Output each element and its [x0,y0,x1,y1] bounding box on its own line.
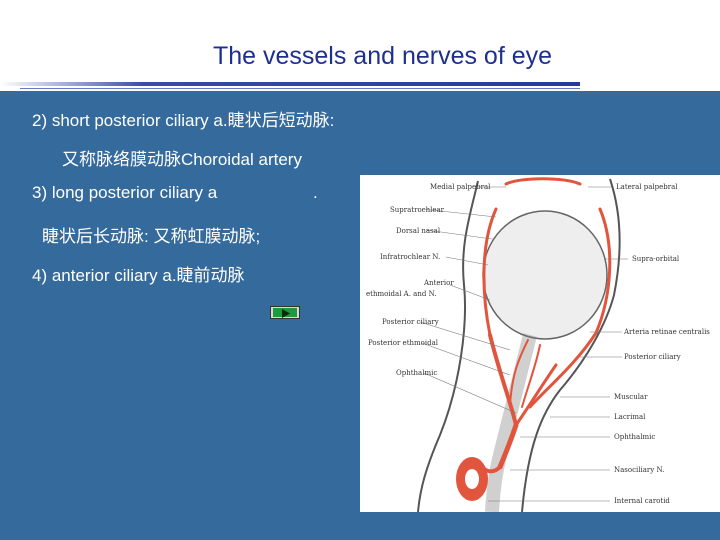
figure-label-left: Medial palpebral [430,183,490,191]
figure-label-left: Posterior ciliary [382,318,439,326]
figure-label-left: Ophthalmic [396,369,437,377]
figure-label-right: Posterior ciliary [624,353,681,361]
text-line-short-posterior: 2) short posterior ciliary a.睫状后短动脉: [32,106,334,131]
text-line-long-posterior: 3) long posterior ciliary a [32,183,217,203]
figure-label-left: Anterior [424,279,454,287]
figure-label-right: Lacrimal [614,413,645,421]
figure-label-right: Muscular [614,393,647,401]
figure-label-right: Ophthalmic [614,433,655,441]
figure-label-right: Supra-orbital [632,255,679,263]
figure-label-left: Posterior ethmoidal [368,339,438,347]
text-line-choroidal: 又称脉络膜动脉Choroidal artery [62,145,302,170]
title-divider [0,82,580,86]
play-button[interactable] [270,306,300,319]
internal-carotid-lumen [465,469,479,489]
text-dot: . [313,183,318,203]
figure-label-left: ethmoidal A. and N. [366,290,436,298]
figure-label-left: Infratrochlear N. [380,253,440,261]
figure-label-left: Dorsal nasal [396,227,440,235]
title-divider-thin [20,88,580,89]
figure-label-right: Nasociliary N. [614,466,664,474]
figure-label-right: Arteria retinae centralis [624,328,710,336]
figure-label-left: Supratrochlear [390,206,444,214]
text-line-anterior-ciliary: 4) anterior ciliary a.睫前动脉 [32,261,245,286]
slide-title: The vessels and nerves of eye [0,42,720,71]
eyeball-shape [483,211,607,339]
figure-label-right: Lateral palpebral [616,183,678,191]
figure-label-right: Internal carotid [614,497,670,505]
text-line-iris-artery: 睫状后长动脉: 又称虹膜动脉; [42,222,260,247]
eye-vessels-figure: Medial palpebral Supratrochlear Dorsal n… [360,175,720,512]
play-icon [271,307,301,320]
